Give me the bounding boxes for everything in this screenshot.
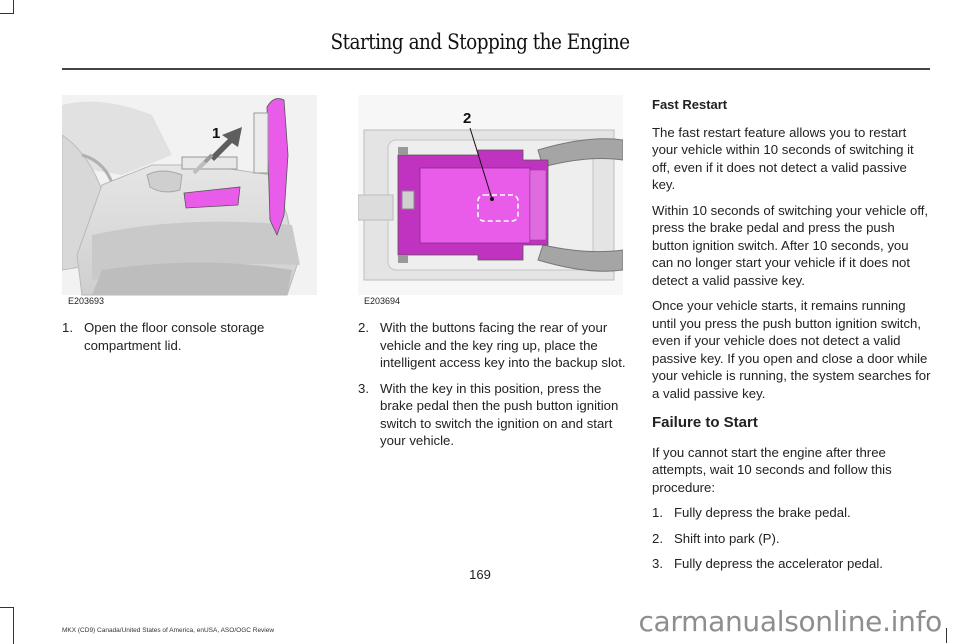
paragraph: If you cannot start the engine after thr… (652, 444, 892, 495)
section-heading-failure-to-start: Failure to Start (652, 414, 758, 431)
crop-mark-bottom-right (946, 628, 947, 643)
console-lid-illustration (61, 95, 317, 296)
column-2: 2. With the buttons facing the rear of y… (358, 319, 633, 458)
step-item: 3. With the key in this position, press … (358, 380, 633, 450)
step-text: Fully depress the brake pedal. (674, 505, 851, 520)
crop-mark-bottom-left (0, 607, 14, 644)
step-text: With the buttons facing the rear of your… (380, 320, 626, 370)
callout-2: 2 (463, 110, 472, 127)
figure-console-lid: 1 E203693 (61, 95, 317, 310)
step-number: 1. (62, 320, 73, 335)
step-item: 1. Fully depress the brake pedal. (652, 504, 932, 522)
figure-id: E203693 (68, 296, 105, 306)
step-item: 3. Fully depress the accelerator pedal. (652, 555, 932, 573)
step-text: Fully depress the accelerator pedal. (674, 556, 883, 571)
column-1: 1. Open the floor console storage compar… (62, 319, 322, 362)
step-text: Open the floor console storage compartme… (84, 320, 265, 353)
watermark: carmanualsonline.info (638, 605, 942, 638)
crop-mark-top-left (0, 0, 14, 14)
header-divider (62, 68, 930, 70)
page-number: 169 (469, 567, 491, 582)
page-title: Starting and Stopping the Engine (330, 30, 630, 54)
paragraph: Within 10 seconds of switching your vehi… (652, 202, 929, 288)
step-number: 1. (652, 505, 663, 520)
step-number: 3. (652, 556, 663, 571)
document-info: MKX (CD9) Canada/United States of Americ… (62, 627, 275, 634)
figure-backup-slot: 2 E203694 (357, 95, 624, 310)
step-item: 1. Open the floor console storage compar… (62, 319, 322, 354)
step-item: 2. With the buttons facing the rear of y… (358, 319, 633, 372)
step-number: 2. (652, 530, 663, 546)
step-item: 2. Shift into park (P). (652, 530, 932, 548)
step-text: With the key in this position, press the… (380, 380, 619, 449)
section-heading-fast-restart: Fast Restart (652, 97, 728, 112)
column-3: Fast Restart The fast restart feature al… (652, 96, 932, 581)
step-number: 3. (358, 380, 369, 396)
step-number: 2. (358, 320, 369, 335)
step-text: Shift into park (P). (674, 530, 780, 546)
figure-id: E203694 (364, 296, 401, 306)
callout-1: 1 (212, 125, 221, 142)
paragraph: The fast restart feature allows you to r… (652, 124, 914, 193)
paragraph: Once your vehicle starts, it remains run… (652, 298, 931, 401)
backup-slot-illustration (357, 95, 624, 295)
